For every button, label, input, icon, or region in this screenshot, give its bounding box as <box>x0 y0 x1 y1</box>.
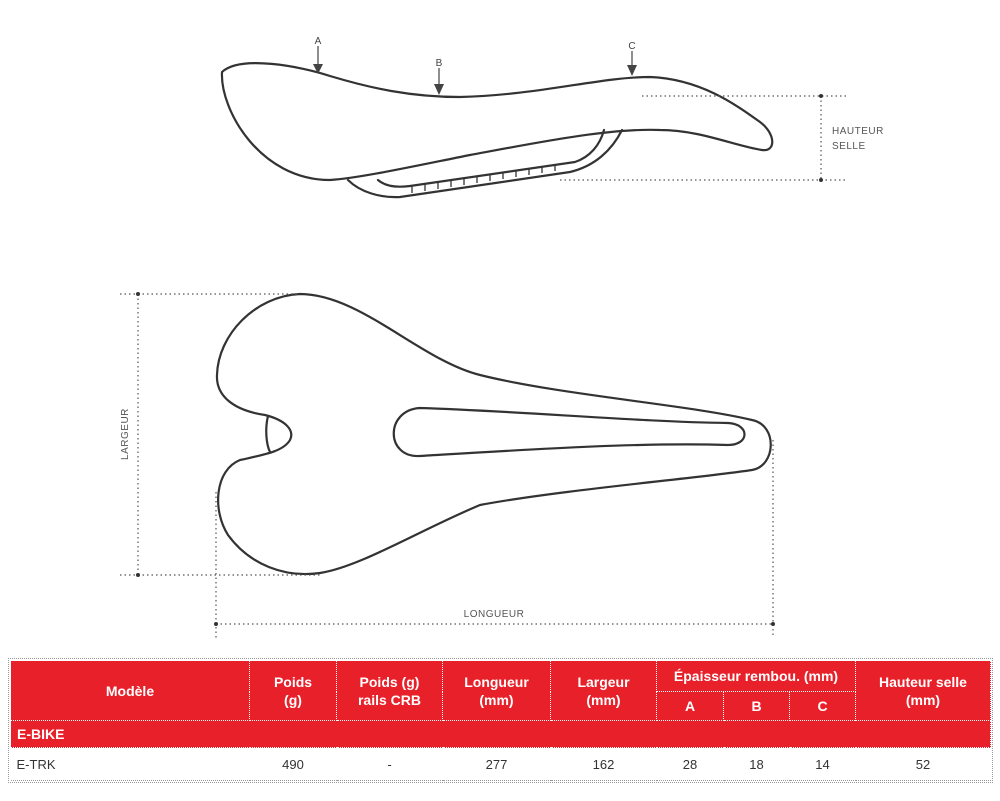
header-length: Longueur (mm) <box>442 660 551 721</box>
table-row: E-TRK 490 - 277 162 28 18 14 52 <box>10 747 991 781</box>
rail-ticks <box>411 164 556 193</box>
header-padding: Épaisseur rembou. (mm) <box>656 660 856 692</box>
measure-point-c-label: C <box>628 41 635 52</box>
cell-padding-b: 18 <box>723 747 790 781</box>
saddle-side-rail-inner <box>376 128 606 188</box>
cell-width: 162 <box>550 747 657 781</box>
height-label-line1: HAUTEUR <box>832 126 884 137</box>
cell-padding-c: 14 <box>789 747 856 781</box>
measure-point-a-label: A <box>315 36 322 47</box>
cell-length: 277 <box>442 747 551 781</box>
saddle-diagram: A B C HAUTEUR SELLE LARGEUR LON <box>120 36 884 638</box>
measure-point-b: B <box>434 58 444 95</box>
table-subheader-row: A B C <box>11 691 991 721</box>
saddle-top-outline <box>215 292 772 576</box>
cell-weight: 490 <box>249 747 337 781</box>
saddle-side-view <box>220 62 774 199</box>
width-dimension <box>120 293 320 576</box>
height-label-line2: SELLE <box>832 141 866 152</box>
length-dimension <box>215 440 774 638</box>
spec-table: Modèle Poids (g) Poids (g) rails CRB Lon… <box>8 658 993 783</box>
saddle-side-rail <box>346 128 624 199</box>
header-weight-crb: Poids (g) rails CRB <box>336 660 443 721</box>
cell-padding-a: 28 <box>656 747 724 781</box>
header-padding-b: B <box>723 691 790 721</box>
header-padding-a: A <box>656 691 724 721</box>
length-label: LONGUEUR <box>464 609 525 620</box>
saddle-top-view <box>215 292 772 576</box>
saddle-side-outline <box>220 62 774 182</box>
cell-saddle-height: 52 <box>855 747 991 781</box>
header-padding-c: C <box>789 691 856 721</box>
cell-weight-crb: - <box>336 747 443 781</box>
header-width: Largeur (mm) <box>550 660 657 721</box>
header-model: Modèle <box>10 660 250 721</box>
measure-point-a: A <box>313 36 323 74</box>
width-label: LARGEUR <box>120 408 131 460</box>
header-weight: Poids (g) <box>249 660 337 721</box>
header-saddle-height: Hauteur selle (mm) <box>855 660 991 721</box>
height-dimension <box>560 95 846 181</box>
saddle-cutout <box>392 406 746 458</box>
measure-point-b-label: B <box>436 58 443 69</box>
saddle-rear-notch <box>265 414 272 454</box>
table-header-row: Modèle Poids (g) Poids (g) rails CRB Lon… <box>10 660 991 721</box>
cell-model: E-TRK <box>10 747 250 781</box>
measure-point-c: C <box>627 41 637 76</box>
category-label: E-BIKE <box>10 720 991 748</box>
category-row: E-BIKE <box>10 720 991 748</box>
